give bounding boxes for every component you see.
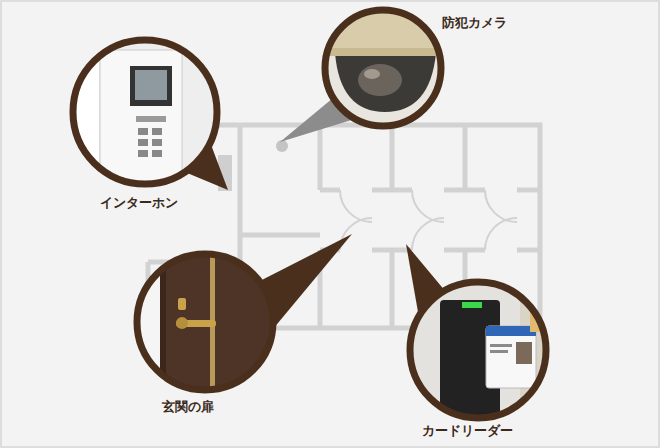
card-reader-picture <box>405 278 555 428</box>
intercom-picture <box>60 30 240 200</box>
callout-label-box: インターホン <box>98 192 180 213</box>
door-arcs <box>340 190 517 250</box>
callout-circle <box>137 254 273 390</box>
callout-label: 玄関の扉 <box>160 397 216 417</box>
callout-circle <box>73 40 217 184</box>
callout-label: カードリーダー <box>420 421 515 441</box>
callout-circle <box>410 282 546 418</box>
callout-label-box: 防犯カメラ <box>440 12 509 33</box>
callout-label: インターホン <box>98 193 180 213</box>
callout-label-box: 玄関の扉 <box>160 396 216 417</box>
callout-circle <box>325 10 441 126</box>
callout-label: 防犯カメラ <box>440 13 509 33</box>
camera-picture <box>320 5 450 135</box>
camera-spot <box>276 140 288 152</box>
door-picture <box>130 250 280 400</box>
callout-label-box: カードリーダー <box>420 420 515 441</box>
